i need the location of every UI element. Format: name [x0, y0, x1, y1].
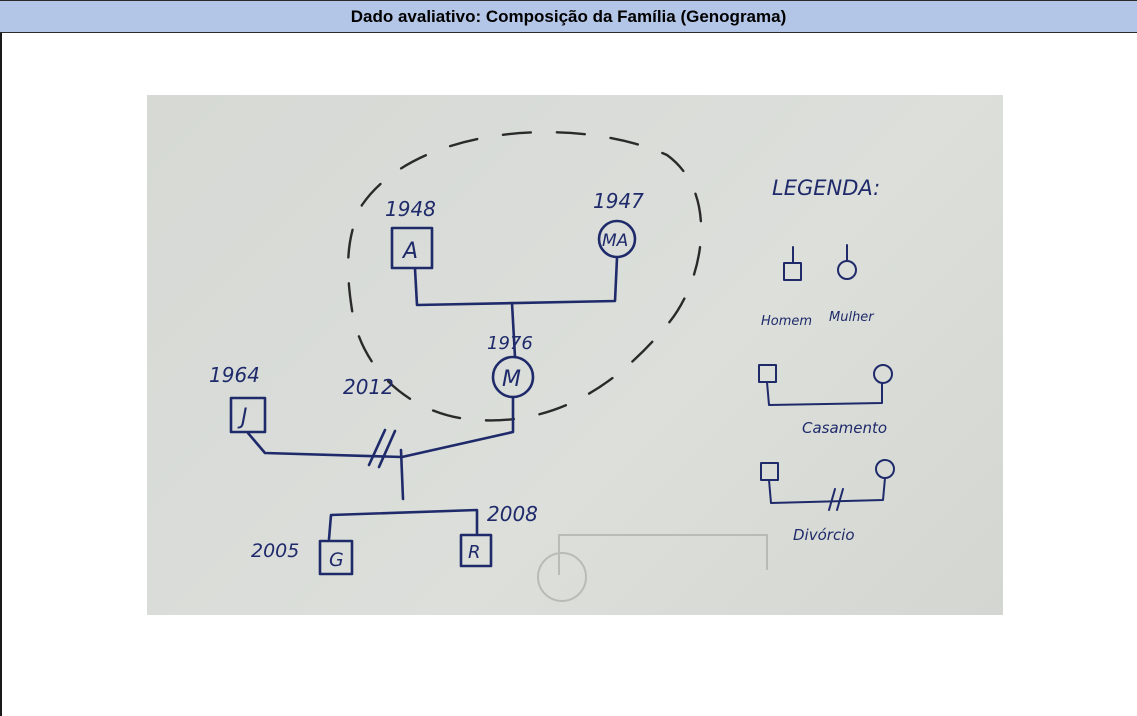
legend-marriage-label: Casamento — [802, 419, 887, 437]
page-header: Dado avaliativo: Composição da Família (… — [0, 0, 1137, 33]
legend-divorce-line — [768, 477, 886, 504]
person-j-letter: J — [237, 405, 248, 430]
person-g-square — [318, 539, 354, 576]
header-title: Dado avaliativo: Composição da Família (… — [350, 6, 787, 26]
genogram-drawing: 1948 A 1947 MA 1976 M 1964 J 2012 2005 G… — [209, 130, 895, 602]
descent-line-m — [510, 301, 517, 359]
faint-showthrough-circle — [537, 552, 587, 602]
children-bar — [327, 508, 479, 541]
legend-marriage-circle — [873, 364, 893, 384]
legend-marriage-line — [766, 381, 883, 406]
person-r-year: 2008 — [487, 502, 538, 526]
legend-divorce-label: Divórcio — [793, 526, 855, 544]
faint-showthrough-lines — [558, 534, 768, 575]
union-line-j-m — [246, 395, 515, 459]
legend-male-label: Homem — [761, 314, 812, 329]
legend-divorce-mark-2 — [836, 488, 844, 511]
divorce-mark-2 — [377, 429, 397, 469]
legend-male-square — [783, 262, 802, 281]
descent-line-children — [399, 448, 405, 501]
person-a-year: 1948 — [385, 197, 436, 221]
legend-divorce-square — [760, 462, 779, 481]
legend-divorce-mark-1 — [828, 488, 836, 511]
person-g-year: 2005 — [251, 540, 299, 562]
household-dashed-circle — [346, 130, 703, 422]
person-r-letter: R — [468, 542, 481, 563]
person-r-square — [459, 533, 493, 568]
divorce-mark-1 — [367, 428, 387, 467]
left-border — [0, 33, 2, 716]
person-ma-year: 1947 — [593, 189, 644, 213]
legend-female-circle — [837, 260, 857, 280]
person-j-square — [229, 396, 267, 434]
legend-female-label: Mulher — [829, 310, 875, 325]
person-m-year: 1976 — [487, 333, 533, 354]
person-ma-letter: MA — [602, 231, 628, 251]
person-g-letter: G — [329, 549, 344, 571]
legend-title: LEGENDA: — [772, 176, 880, 200]
legend-marriage-square — [758, 364, 777, 383]
legend-divorce-circle — [875, 459, 895, 479]
person-a-square — [390, 226, 434, 270]
person-a-letter: A — [401, 239, 418, 264]
marriage-line-a-ma — [413, 256, 619, 307]
genogram-photo: 1948 A 1947 MA 1976 M 1964 J 2012 2005 G… — [147, 95, 1003, 615]
union-year: 2012 — [343, 375, 394, 399]
person-j-year: 1964 — [209, 363, 260, 387]
person-m-letter: M — [502, 367, 521, 392]
